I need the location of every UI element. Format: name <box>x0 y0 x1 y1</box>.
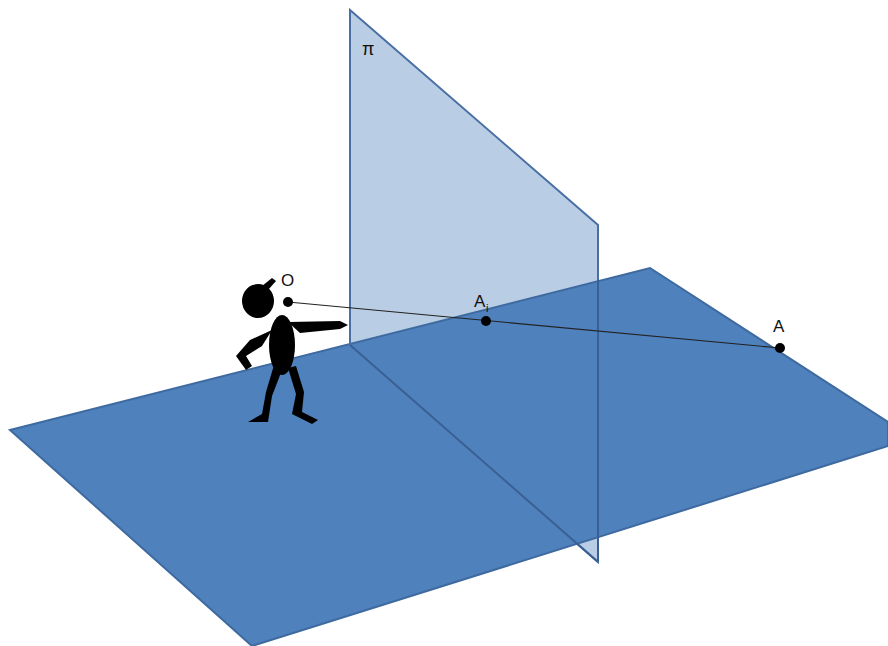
plane-name: π <box>362 40 374 58</box>
ground-plane <box>10 268 888 646</box>
point-name: A <box>474 293 485 310</box>
observer-figure <box>236 278 348 424</box>
visual-ray <box>288 302 780 348</box>
point-dot <box>481 316 491 326</box>
plane-ground-line <box>350 345 598 562</box>
plane-edge <box>597 280 599 562</box>
point-dot <box>775 343 785 353</box>
point-name: A <box>773 318 784 335</box>
point-name: O <box>281 272 294 289</box>
point-subscript: i <box>486 303 488 314</box>
plane-edge <box>349 10 351 345</box>
point-dot <box>283 297 293 307</box>
